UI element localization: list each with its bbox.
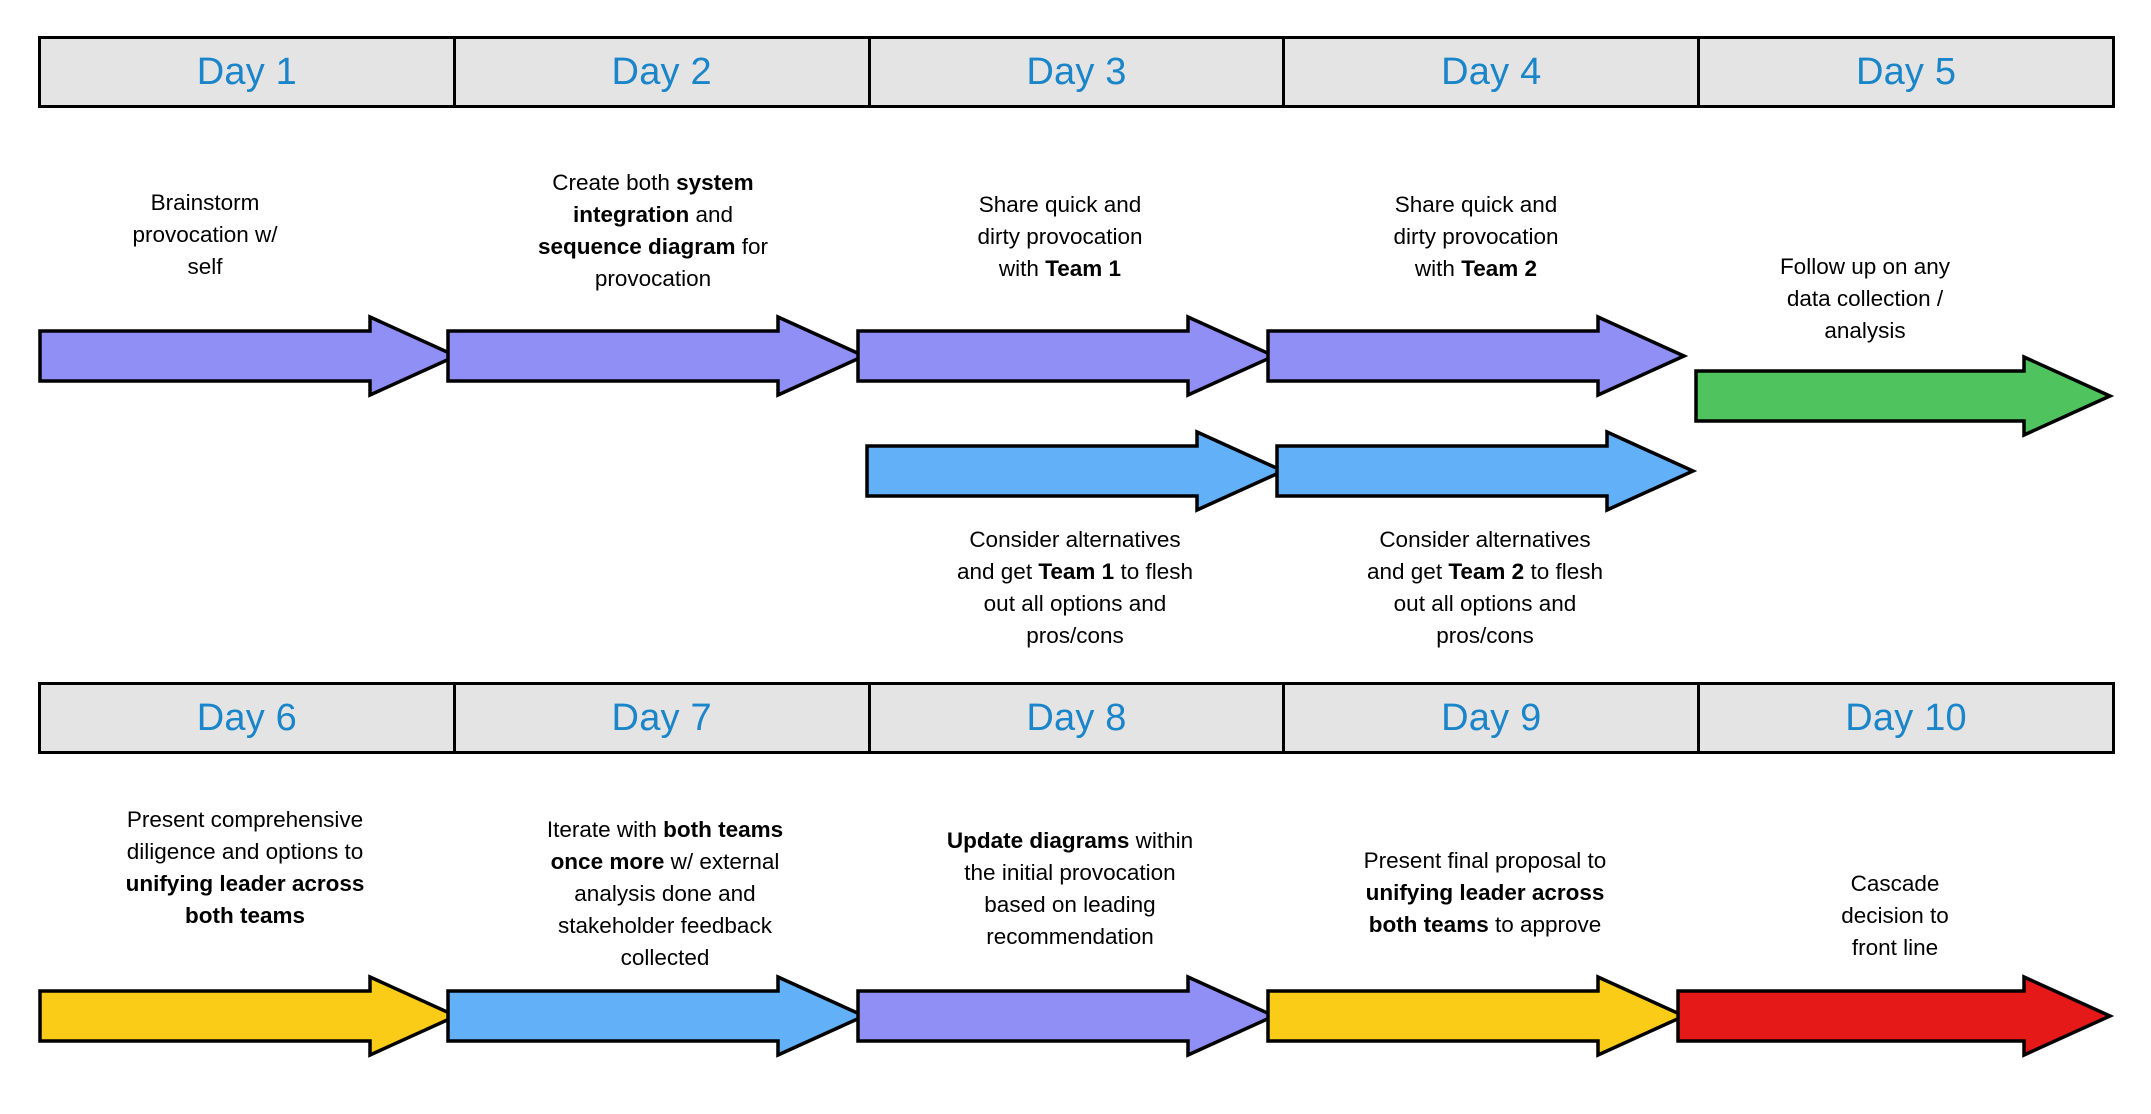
- arrow-day9-final-proposal: [1266, 974, 1689, 1058]
- arrow-day8-update-diagrams: [856, 974, 1279, 1058]
- arrow-day1-brainstorm: [38, 314, 461, 398]
- day-header-row-1: Day 1 Day 2 Day 3 Day 4 Day 5: [38, 36, 2115, 108]
- arrow-day3-share-team1: [856, 314, 1279, 398]
- day-header-cell-day-1: Day 1: [41, 39, 456, 105]
- day-header-cell-day-10: Day 10: [1700, 685, 2112, 751]
- arrow-day10-cascade: [1676, 974, 2115, 1058]
- day-header-cell-day-2: Day 2: [455, 39, 871, 105]
- day-header-cell-day-9: Day 9: [1285, 685, 1701, 751]
- arrow-day3-alternatives-team1: [865, 429, 1288, 513]
- day-header-cell-day-6: Day 6: [41, 685, 456, 751]
- day-header-cell-day-4: Day 4: [1285, 39, 1701, 105]
- arrow-day4-share-team2: [1266, 314, 1689, 398]
- arrow-day4-alternatives-team2: [1275, 429, 1698, 513]
- arrow-day7-iterate: [446, 974, 869, 1058]
- day-header-row-2: Day 6 Day 7 Day 8 Day 9 Day 10: [38, 682, 2115, 754]
- arrow-day6-present-diligence: [38, 974, 461, 1058]
- arrow-day2-create-diagrams: [446, 314, 869, 398]
- day-header-cell-day-7: Day 7: [455, 685, 871, 751]
- day-header-cell-day-8: Day 8: [870, 685, 1286, 751]
- day-header-cell-day-3: Day 3: [870, 39, 1286, 105]
- arrow-day5-follow-up: [1694, 354, 2115, 438]
- day-header-cell-day-5: Day 5: [1700, 39, 2112, 105]
